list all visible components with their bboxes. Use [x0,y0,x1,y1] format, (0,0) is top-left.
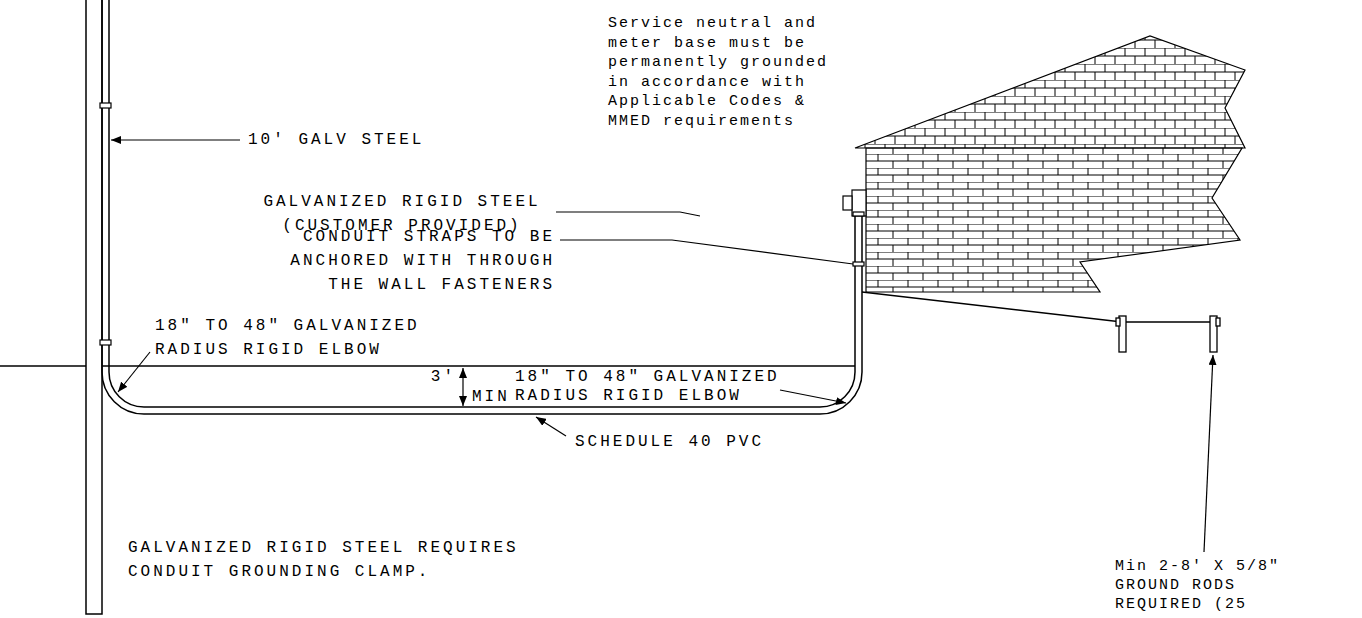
conduit-strap [853,262,864,266]
grounding-note: Service neutral and meter base must be p… [608,14,836,131]
conduit-coupling [100,103,111,108]
conduit-strap [853,212,864,216]
meter-base [852,190,866,216]
leader-lines [111,140,1213,552]
rod-clamp [1216,318,1220,326]
leader-line [118,352,150,392]
conduit-outer [102,0,862,414]
conduit-run [102,0,862,414]
leader-line [556,212,700,216]
leader-line [111,139,240,140]
elbow-callout: 18" TO 48" GALVANIZED RADIUS RIGID ELBOW [515,368,807,406]
leader-line [1204,355,1213,552]
conduit-inner [109,0,855,407]
leader-line [780,390,846,403]
pole-body [86,0,102,614]
leader-line [560,240,853,264]
dimension-line [462,368,463,406]
shingle-roof [855,36,1245,148]
meter [843,196,852,210]
rod-clamp [1116,318,1120,326]
clamp-note: GALVANIZED RIGID STEEL REQUIRES CONDUIT … [128,536,538,584]
depth-dimension: 3' [410,368,456,387]
utility-pole [86,0,102,614]
ground-line [0,365,855,367]
couplings [100,103,111,345]
ground-wire [862,292,1213,322]
ground-rod-callout: Min 2-8' X 5/8" GROUND RODS REQUIRED (25 [1115,557,1297,614]
elbow-callout: 18" TO 48" GALVANIZED RADIUS RIGID ELBOW [155,314,447,362]
leader-line [536,417,566,436]
brick-wall [866,148,1242,292]
pole-callout: 10' GALV STEEL [248,128,468,152]
conduit-coupling [100,340,111,345]
strap-callout: CONDUIT STRAPS TO BE ANCHORED WITH THROU… [270,225,555,297]
grounding [862,292,1220,352]
pvc-callout: SCHEDULE 40 PVC [575,430,805,454]
